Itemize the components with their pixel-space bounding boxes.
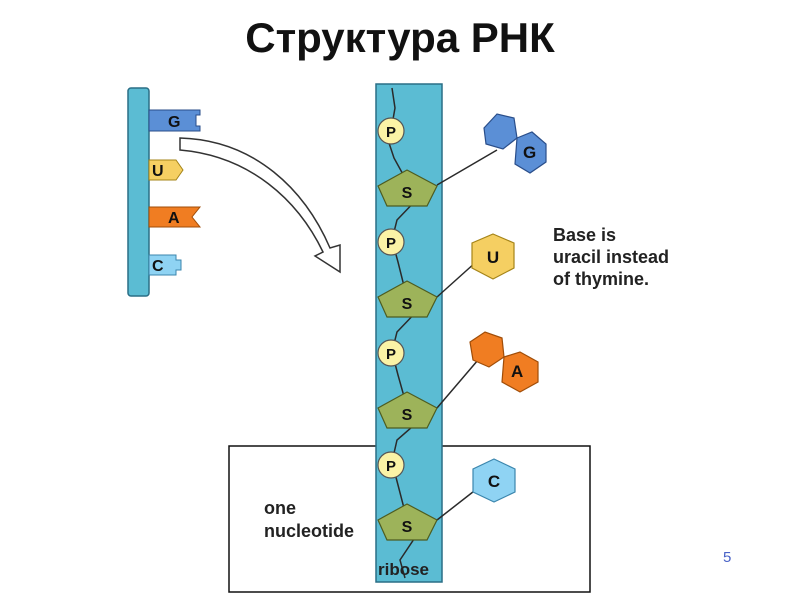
svg-text:P: P bbox=[386, 458, 396, 475]
base-u: U bbox=[471, 233, 515, 280]
mini-base-c-label: C bbox=[152, 258, 164, 275]
base-c-label: C bbox=[488, 472, 500, 491]
base-note-line-2: uracil instead bbox=[553, 247, 669, 267]
svg-text:P: P bbox=[386, 124, 396, 141]
sugar-1: S bbox=[377, 169, 438, 207]
bond-g bbox=[436, 149, 498, 186]
base-note-line-3: of thymine. bbox=[553, 269, 649, 289]
mini-base-u: U bbox=[148, 159, 184, 181]
base-g: G bbox=[483, 113, 547, 174]
svg-text:P: P bbox=[386, 235, 396, 252]
mini-base-u-label: U bbox=[152, 163, 164, 180]
base-a: A bbox=[469, 331, 539, 393]
bond-c bbox=[436, 487, 479, 521]
base-u-label: U bbox=[487, 248, 499, 267]
mini-strand: G U A C bbox=[127, 87, 202, 297]
sugar-4: S bbox=[377, 503, 438, 541]
nucleotide-label-line-2: nucleotide bbox=[264, 521, 354, 541]
base-note: Base is uracil instead of thymine. bbox=[553, 225, 669, 289]
phosphate-2: P bbox=[377, 228, 405, 256]
svg-text:S: S bbox=[402, 296, 413, 313]
mini-base-a-label: A bbox=[168, 210, 180, 227]
page-title: Структура РНК bbox=[245, 14, 555, 61]
backbone-line bbox=[387, 87, 422, 579]
mini-base-a: A bbox=[148, 206, 202, 228]
arrow-icon bbox=[179, 137, 341, 274]
svg-text:S: S bbox=[402, 185, 413, 202]
mini-base-c: C bbox=[148, 254, 182, 276]
svg-text:S: S bbox=[402, 407, 413, 424]
sugar-3: S bbox=[377, 391, 438, 429]
sugar-2: S bbox=[377, 280, 438, 318]
phosphate-3: P bbox=[377, 339, 405, 367]
nucleotide-label-line-1: one bbox=[264, 498, 296, 518]
nucleotide-label: one nucleotide bbox=[264, 498, 354, 541]
backbone-column bbox=[375, 83, 443, 583]
phosphate-4: P bbox=[377, 451, 405, 479]
mini-base-g: G bbox=[148, 109, 201, 132]
mini-backbone bbox=[127, 87, 150, 297]
ribose-label: ribose bbox=[378, 560, 429, 579]
svg-text:P: P bbox=[386, 346, 396, 363]
base-c: C bbox=[472, 458, 516, 503]
base-a-label: A bbox=[511, 362, 523, 381]
base-g-label: G bbox=[523, 143, 536, 162]
mini-base-g-label: G bbox=[168, 114, 180, 131]
phosphate-1: P bbox=[377, 117, 405, 145]
bond-a bbox=[436, 359, 479, 409]
page-number: 5 bbox=[723, 549, 732, 566]
svg-text:S: S bbox=[402, 519, 413, 536]
base-note-line-1: Base is bbox=[553, 225, 616, 245]
bond-u bbox=[436, 261, 477, 298]
